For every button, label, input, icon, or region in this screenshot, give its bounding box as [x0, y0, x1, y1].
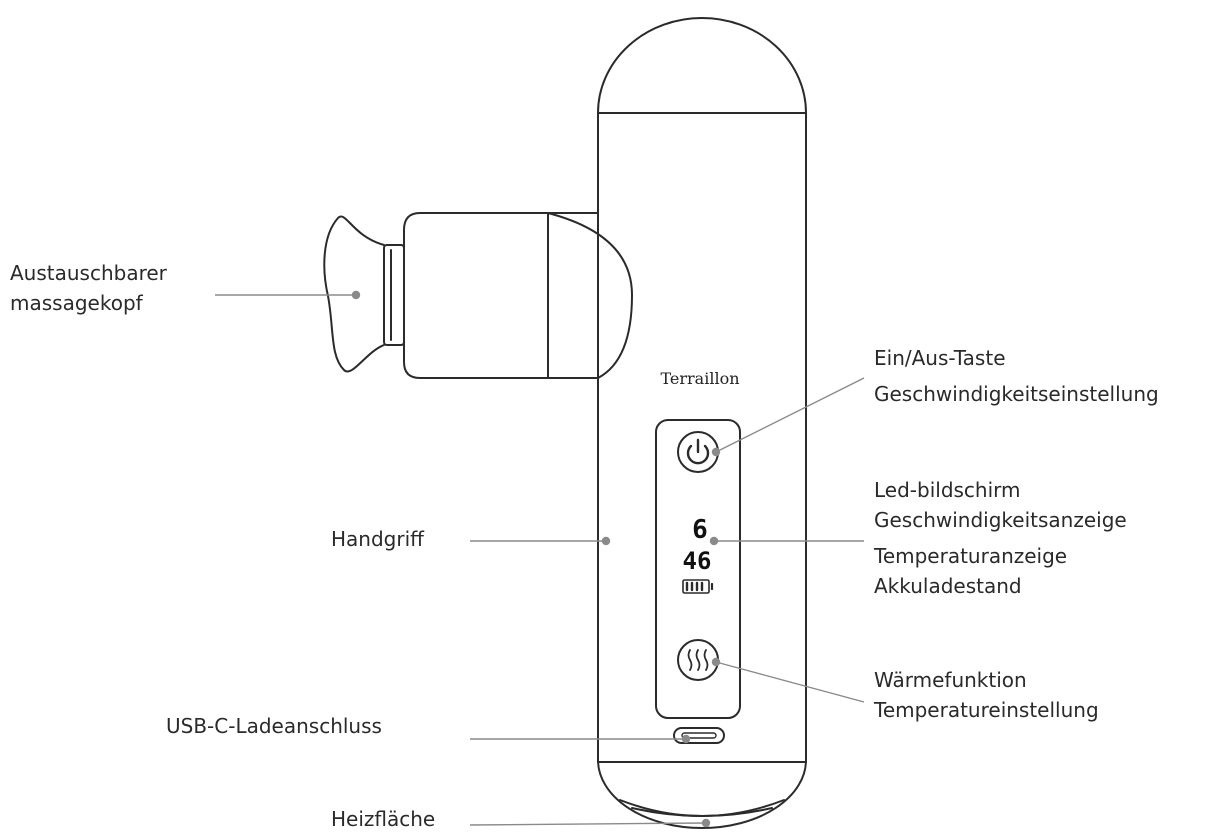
- label-power-line1: Ein/Aus-Taste: [874, 346, 1006, 370]
- label-massage-head: Austauschbarer massagekopf: [10, 258, 167, 318]
- label-led-screen: Led-bildschirm Geschwindigkeitsanzeige T…: [874, 475, 1127, 601]
- heating-surface: [631, 807, 773, 817]
- label-heat-line2: Temperatureinstellung: [874, 698, 1099, 722]
- leader-heat: [715, 661, 865, 703]
- label-massage-head-line1: Austauschbarer: [10, 261, 167, 285]
- brand-logo: Terraillon: [660, 369, 739, 388]
- display-temperature: 46: [683, 547, 712, 575]
- motor-arm-dome: [547, 212, 633, 379]
- power-icon: [686, 444, 710, 465]
- display-speed: 6: [692, 515, 708, 545]
- label-heat-line1: Wärmefunktion: [874, 668, 1027, 692]
- motor-arm: [403, 212, 599, 379]
- device-body: [597, 17, 807, 829]
- leader-heating: [469, 822, 707, 826]
- head-connector: [383, 244, 405, 346]
- label-power-button: Ein/Aus-Taste Geschwindigkeitseinstellun…: [874, 343, 1159, 409]
- massage-head: [323, 215, 385, 373]
- usb-c-port: [673, 727, 725, 744]
- label-power-line2: Geschwindigkeitseinstellung: [874, 382, 1159, 406]
- label-led-line2: Geschwindigkeitsanzeige: [874, 508, 1127, 532]
- label-heat-function: Wärmefunktion Temperatureinstellung: [874, 665, 1099, 725]
- label-heating-surface: Heizfläche: [331, 807, 436, 831]
- control-panel: [655, 419, 741, 719]
- leader-power: [715, 377, 865, 453]
- label-led-line3: Temperaturanzeige: [874, 544, 1068, 568]
- battery-icon: [682, 579, 714, 594]
- heat-icon: [687, 649, 709, 671]
- label-led-line1: Led-bildschirm: [874, 478, 1021, 502]
- label-usb-port: USB-C-Ladeanschluss: [166, 714, 382, 738]
- label-handle: Handgriff: [331, 527, 424, 551]
- label-massage-head-line2: massagekopf: [10, 291, 143, 315]
- heating-surface-rim: [619, 799, 785, 817]
- label-led-line4: Akkuladestand: [874, 574, 1022, 598]
